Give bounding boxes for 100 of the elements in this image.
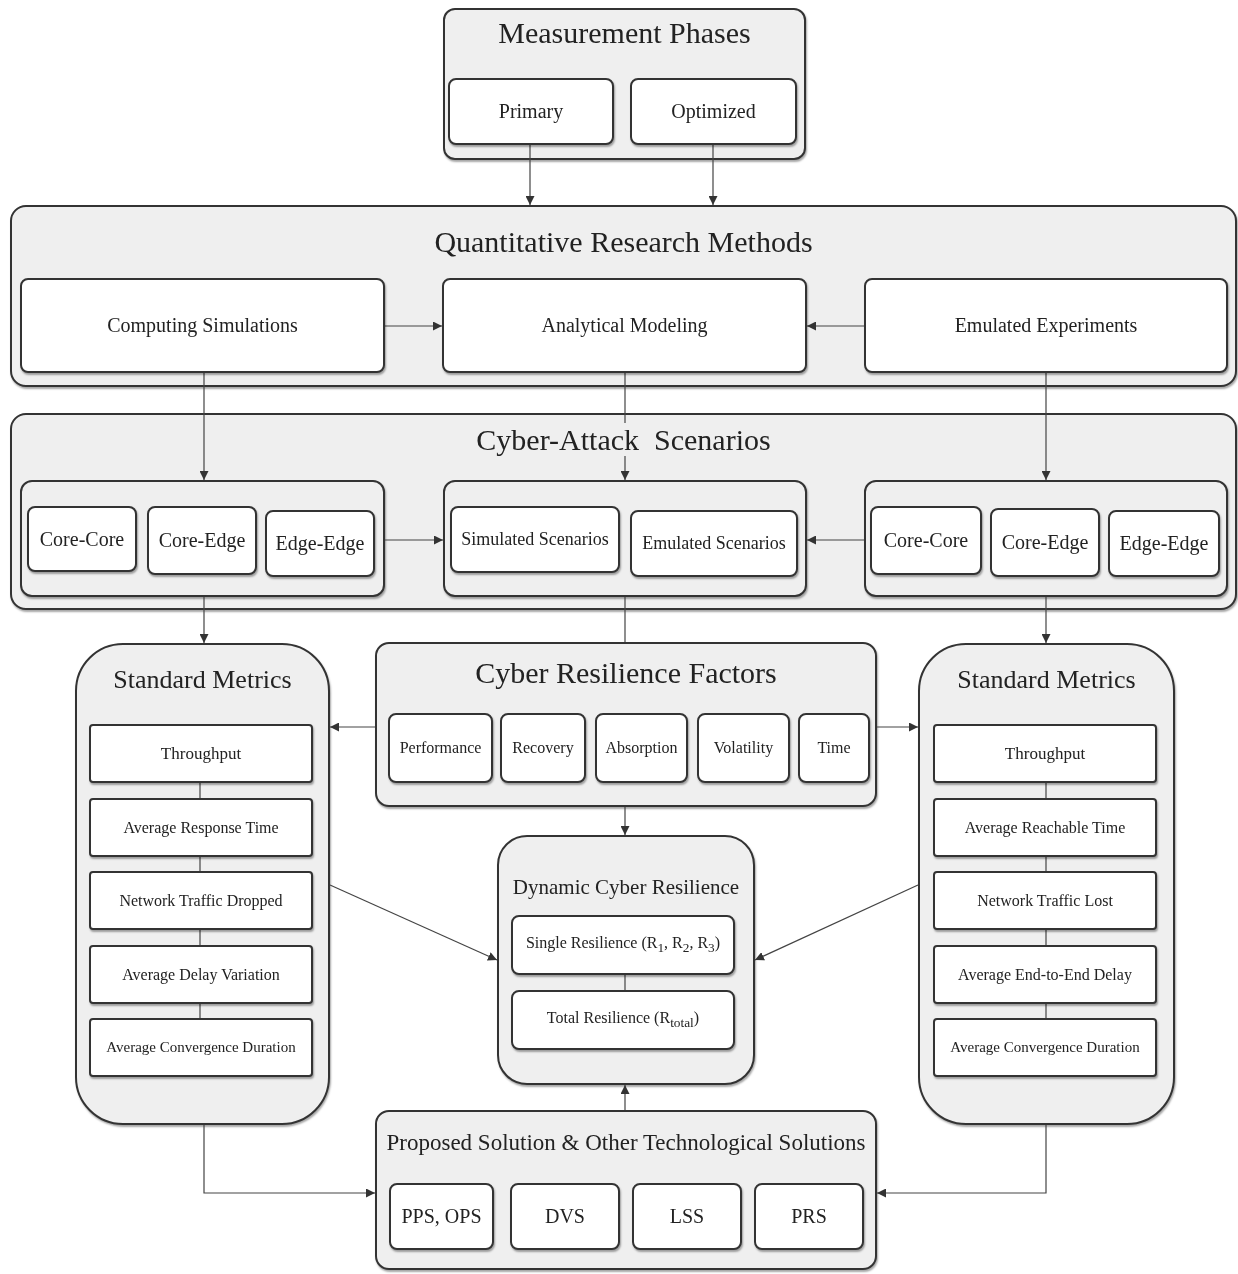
item-label: Emulated Experiments — [953, 314, 1139, 337]
item-label: Network Traffic Dropped — [118, 891, 284, 910]
item-label: DVS — [544, 1205, 586, 1228]
item-box — [630, 78, 797, 145]
item-label: PRS — [790, 1205, 828, 1228]
arrow — [384, 535, 444, 545]
arrow — [203, 1124, 376, 1198]
connector-line — [1045, 782, 1047, 799]
item-label: Average Response Time — [122, 818, 280, 837]
item-box — [388, 713, 493, 783]
arrow — [1041, 596, 1051, 644]
item-box — [870, 506, 982, 575]
item-label: Core-Core — [38, 527, 126, 551]
connector-line — [1045, 929, 1047, 946]
item-box — [864, 278, 1228, 373]
item-label: Core-Edge — [1000, 531, 1090, 554]
group-panel — [375, 642, 877, 807]
item-box — [632, 1183, 742, 1250]
item-box — [89, 1018, 313, 1077]
item-box — [697, 713, 790, 783]
connector-line — [199, 929, 201, 946]
arrow — [620, 372, 630, 481]
item-box — [630, 510, 798, 577]
item-box — [89, 945, 313, 1004]
group-panel — [10, 205, 1237, 387]
item-box — [1108, 510, 1220, 577]
item-box — [147, 506, 257, 575]
item-box — [511, 915, 735, 975]
item-label: Analytical Modeling — [540, 314, 709, 337]
group-panel — [10, 413, 1237, 610]
item-box — [27, 506, 137, 572]
group-box — [864, 480, 1228, 597]
item-label: Average End-to-End Delay — [957, 965, 1133, 984]
item-label: Absorption — [604, 739, 679, 757]
arrow — [384, 321, 443, 331]
item-box — [89, 871, 313, 930]
item-box — [798, 713, 870, 783]
item-label: Computing Simulations — [106, 314, 299, 337]
group-panel — [375, 1110, 877, 1270]
arrow — [199, 596, 209, 644]
group-panel — [918, 643, 1175, 1125]
group-box — [443, 480, 807, 597]
item-box — [265, 510, 375, 577]
arrow — [876, 722, 919, 732]
item-box — [89, 798, 313, 857]
item-label: Average Convergence Duration — [105, 1039, 297, 1056]
item-box — [933, 724, 1157, 783]
arrow — [754, 884, 919, 961]
connector-line — [199, 782, 201, 799]
item-box — [389, 1183, 494, 1250]
item-label: Time — [816, 739, 852, 757]
item-label: PPS, OPS — [400, 1205, 483, 1228]
arrow — [620, 806, 630, 836]
item-box — [933, 871, 1157, 930]
arrow — [806, 321, 865, 331]
item-box — [933, 945, 1157, 1004]
item-label: Simulated Scenarios — [460, 529, 610, 550]
item-label: Throughput — [1003, 743, 1087, 764]
item-label: Core-Edge — [157, 529, 247, 552]
item-label: Average Reachable Time — [963, 818, 1127, 837]
item-label: LSS — [668, 1205, 706, 1228]
item-box — [450, 506, 620, 573]
item-label: Average Delay Variation — [121, 965, 281, 984]
connector-line — [1045, 856, 1047, 872]
item-label: Recovery — [511, 739, 575, 757]
item-box — [500, 713, 586, 783]
arrow — [199, 372, 209, 481]
item-box — [510, 1183, 620, 1250]
item-label: Total Resilience (R$_{total}$) — [545, 1008, 701, 1032]
arrow — [329, 722, 376, 732]
item-label: Network Traffic Lost — [976, 891, 1114, 910]
connector-line — [199, 856, 201, 872]
item-box — [511, 990, 735, 1050]
arrow — [525, 144, 535, 206]
item-label: Emulated Scenarios — [641, 533, 787, 554]
arrow — [329, 884, 498, 961]
item-box — [448, 78, 614, 145]
arrow — [806, 535, 865, 545]
item-label: Average Convergence Duration — [949, 1039, 1141, 1056]
item-label: Volatility — [712, 739, 775, 757]
item-box — [20, 278, 385, 373]
arrow — [1041, 372, 1051, 481]
item-label: Edge-Edge — [1118, 532, 1210, 555]
group-panel — [497, 835, 755, 1085]
group-panel — [75, 643, 330, 1125]
item-box — [990, 508, 1100, 577]
arrow — [708, 144, 718, 206]
item-label: Core-Core — [882, 529, 970, 552]
group-panel — [443, 8, 806, 160]
item-label: Optimized — [670, 100, 757, 123]
item-label: Single Resilience (R$_{1}$, R$_{2}$, R$_{3}$) — [524, 933, 722, 957]
item-box — [595, 713, 688, 783]
connector-line — [624, 596, 626, 643]
item-box — [933, 1018, 1157, 1077]
item-label: Performance — [398, 739, 483, 757]
connector-line — [199, 1003, 201, 1019]
connector-line — [1045, 1003, 1047, 1019]
item-box — [754, 1183, 864, 1250]
arrow — [620, 1084, 630, 1111]
item-label: Throughput — [159, 743, 243, 764]
